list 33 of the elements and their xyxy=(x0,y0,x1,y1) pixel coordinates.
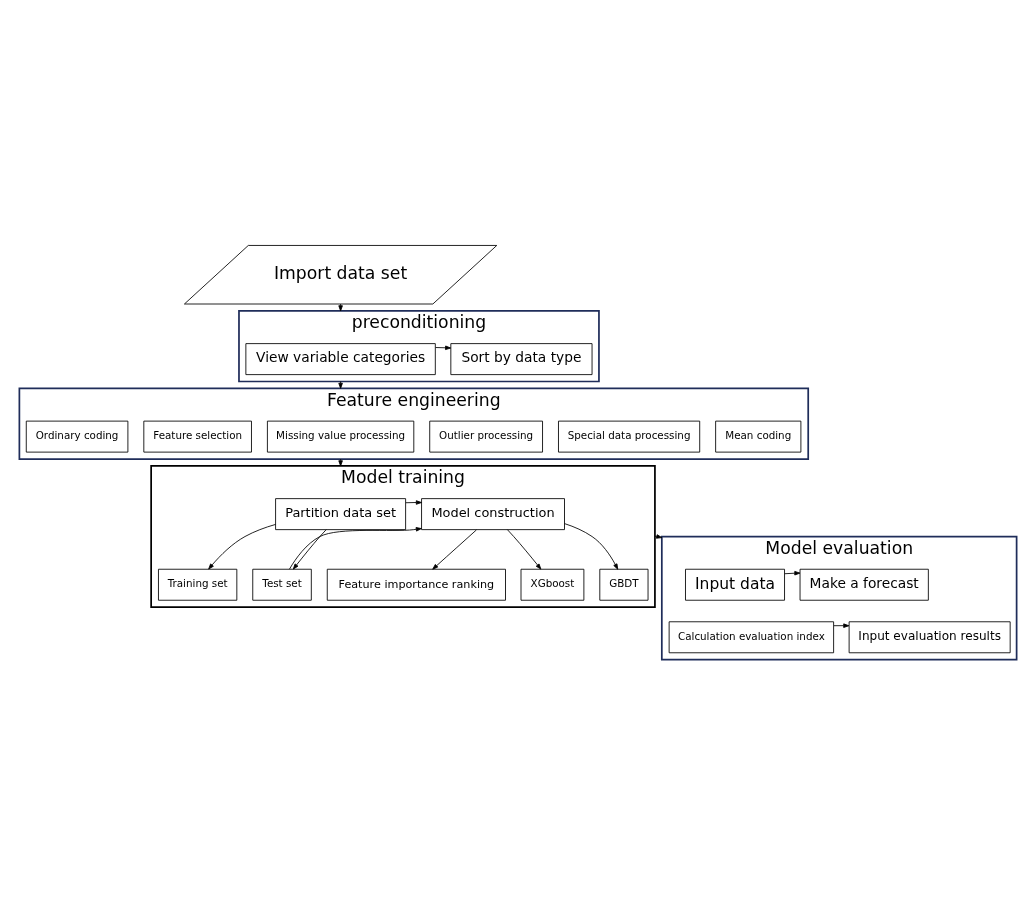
node-box: Ordinary coding xyxy=(25,420,129,453)
node-box: Make a forecast xyxy=(799,568,929,601)
arrow xyxy=(338,458,343,466)
node-box: Input evaluation results xyxy=(848,620,1011,653)
arrow xyxy=(833,622,850,628)
node-box: Test set xyxy=(252,568,312,601)
node-box: Feature selection xyxy=(143,420,252,453)
arrow xyxy=(654,533,663,539)
node-box: Input data xyxy=(685,568,785,601)
node-box: Partition data set xyxy=(275,497,407,530)
arrow xyxy=(292,528,327,570)
node-box: Mean coding xyxy=(715,420,802,453)
arrow xyxy=(564,522,619,570)
node-box: Missing value processing xyxy=(266,420,415,453)
arrow xyxy=(289,526,422,570)
arrow xyxy=(432,529,477,570)
node-box: XGboost xyxy=(520,568,585,601)
node-box: View variable categories xyxy=(245,342,436,375)
arrow xyxy=(338,303,343,311)
node-box: Calculation evaluation index xyxy=(668,620,835,653)
arrow xyxy=(507,528,542,570)
node-box: Special data processing xyxy=(558,420,701,453)
node-box: Sort by data type xyxy=(450,342,593,375)
node-box: GBDT xyxy=(599,568,649,601)
arrow xyxy=(405,499,422,505)
arrow xyxy=(784,570,801,575)
arrow xyxy=(338,380,343,389)
node-box: Outlier processing xyxy=(429,420,543,453)
node-box: Training set xyxy=(158,568,238,601)
arrow xyxy=(208,523,276,569)
arrow xyxy=(435,345,452,350)
node-box: Model construction xyxy=(421,497,565,530)
node-box: Feature importance ranking xyxy=(326,568,506,601)
